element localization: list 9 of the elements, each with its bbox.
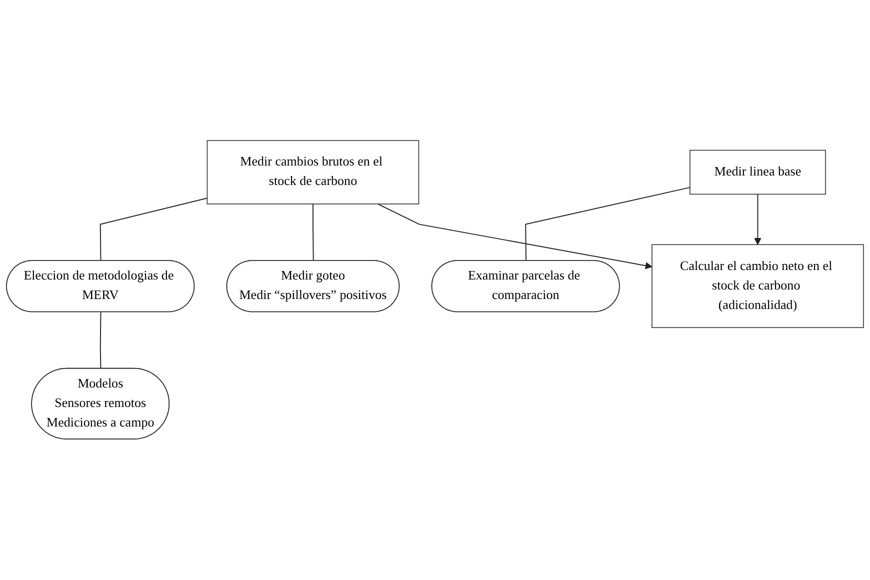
- connector: [312, 204, 314, 262]
- arrow: [377, 204, 652, 270]
- node-box: Medir cambios brutos en el stock de carbono: [206, 140, 420, 205]
- arrow: [754, 194, 762, 246]
- node-box: Calcular el cambio neto en el stock de carbono (adicionalidad): [652, 244, 864, 328]
- node-box: Medir linea base: [690, 150, 826, 195]
- connector: [100, 312, 102, 370]
- connector: [525, 187, 690, 262]
- connector: [100, 198, 208, 262]
